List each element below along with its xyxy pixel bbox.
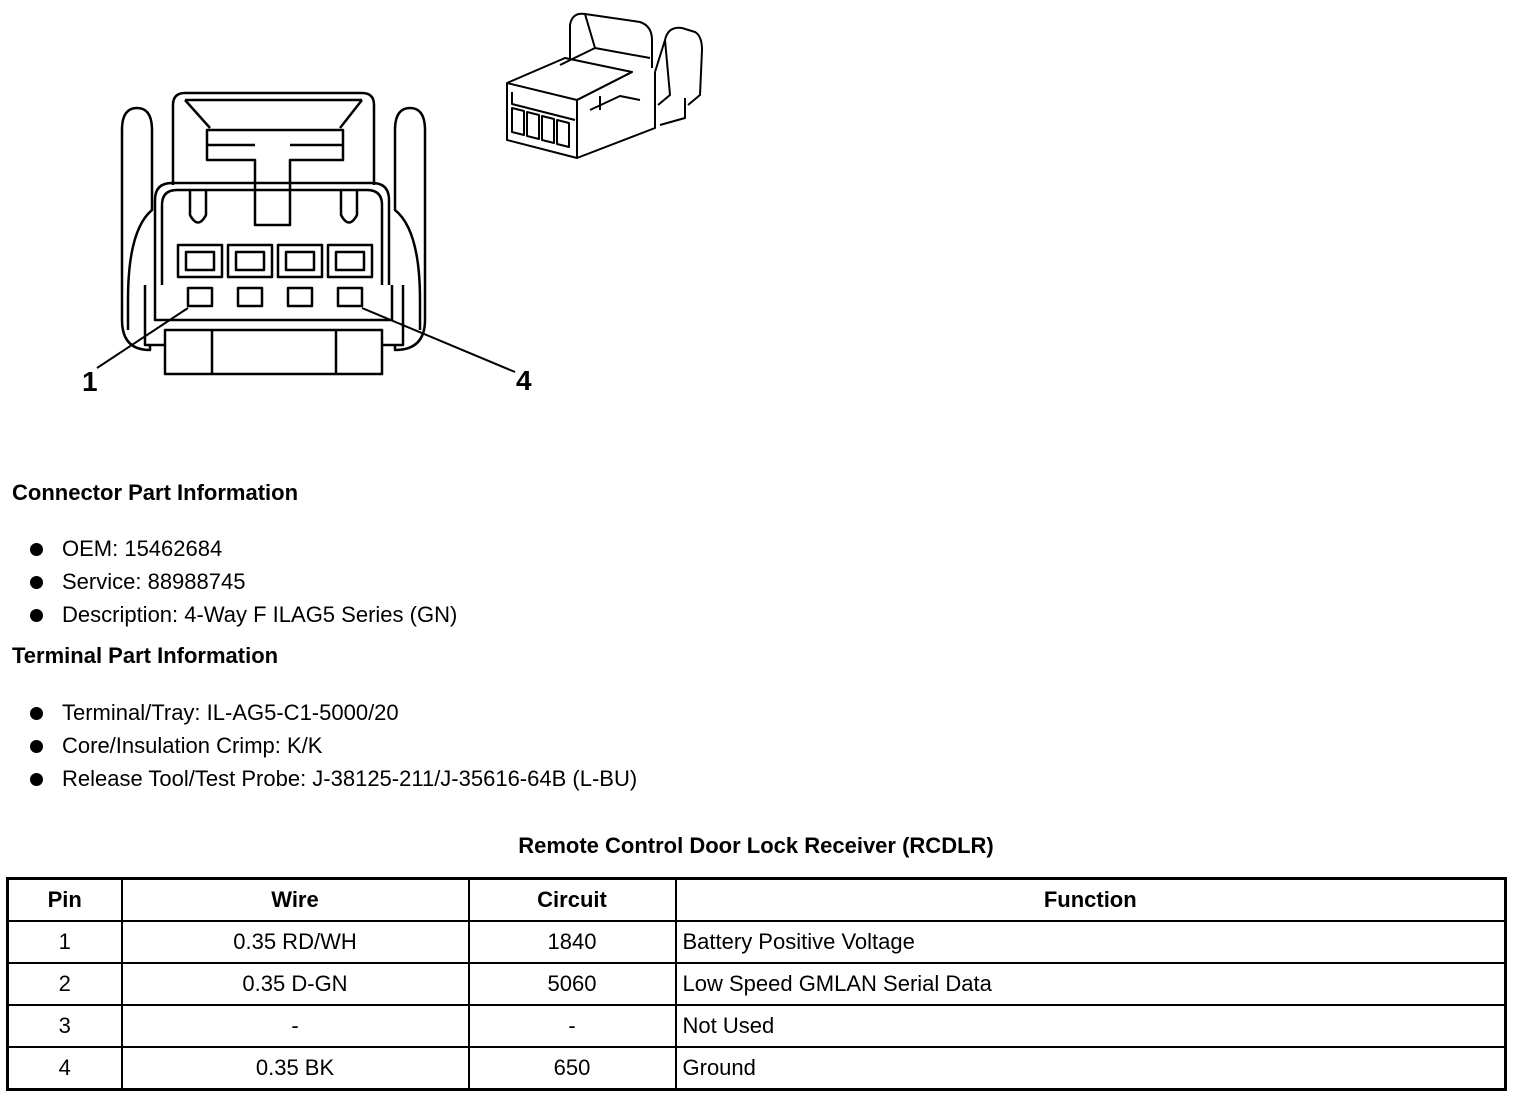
lock-tab	[205, 128, 345, 227]
connector-face-drawing	[96, 12, 703, 376]
pin-1-leader	[96, 307, 189, 369]
table-row: 2 0.35 D-GN 5060 Low Speed GMLAN Serial …	[6, 962, 1507, 1006]
pin-1-label: 1	[82, 366, 98, 397]
cell-wire: -	[120, 1004, 470, 1048]
header-pin: Pin	[6, 877, 123, 922]
cell-pin: 1	[6, 920, 123, 964]
connector-body	[153, 181, 391, 285]
cell-circuit: 1840	[467, 920, 677, 964]
cell-circuit: 5060	[467, 962, 677, 1006]
table-row: 3 - - Not Used	[6, 1004, 1507, 1048]
terminal-info-crimp: Core/Insulation Crimp: K/K	[28, 729, 637, 762]
table-header-row: Pin Wire Circuit Function	[6, 877, 1507, 922]
pin-4-leader	[361, 307, 516, 373]
terminal-info-title: Terminal Part Information	[12, 643, 279, 668]
pinout-table: Pin Wire Circuit Function 1 0.35 RD/WH 1…	[6, 877, 1507, 1091]
terminal-cavities	[176, 243, 374, 279]
connector-info-description: Description: 4-Way F ILAG5 Series (GN)	[28, 598, 457, 631]
cell-wire: 0.35 D-GN	[120, 962, 470, 1006]
terminal-info-tool: Release Tool/Test Probe: J-38125-211/J-3…	[28, 762, 637, 795]
header-function: Function	[674, 877, 1507, 922]
terminal-info-list: Terminal/Tray: IL-AG5-C1-5000/20 Core/In…	[28, 696, 637, 795]
right-latch	[393, 106, 427, 352]
table-row: 4 0.35 BK 650 Ground	[6, 1046, 1507, 1091]
terminal-info-tray: Terminal/Tray: IL-AG5-C1-5000/20	[28, 696, 637, 729]
left-latch	[120, 106, 154, 352]
connector-info-title: Connector Part Information	[12, 480, 299, 505]
cell-wire: 0.35 BK	[120, 1046, 470, 1091]
pin-4-label: 4	[516, 365, 532, 396]
terminal-windows	[186, 286, 364, 308]
table-row: 1 0.35 RD/WH 1840 Battery Positive Volta…	[6, 920, 1507, 964]
table-caption: Remote Control Door Lock Receiver (RCDLR…	[518, 833, 994, 858]
connector-base	[163, 328, 384, 376]
header-wire: Wire	[120, 877, 470, 922]
connector-info-list: OEM: 15462684 Service: 88988745 Descript…	[28, 532, 457, 631]
cell-wire: 0.35 RD/WH	[120, 920, 470, 964]
cell-pin: 2	[6, 962, 123, 1006]
cell-circuit: -	[467, 1004, 677, 1048]
connector-info-oem: OEM: 15462684	[28, 532, 457, 565]
cell-pin: 4	[6, 1046, 123, 1091]
cell-function: Low Speed GMLAN Serial Data	[674, 962, 1507, 1006]
header-circuit: Circuit	[467, 877, 677, 922]
cell-function: Battery Positive Voltage	[674, 920, 1507, 964]
connector-info-service: Service: 88988745	[28, 565, 457, 598]
cell-circuit: 650	[467, 1046, 677, 1091]
cell-function: Not Used	[674, 1004, 1507, 1048]
cell-function: Ground	[674, 1046, 1507, 1091]
top-housing	[171, 91, 376, 185]
connector-isometric-view	[506, 12, 703, 159]
cell-pin: 3	[6, 1004, 123, 1048]
